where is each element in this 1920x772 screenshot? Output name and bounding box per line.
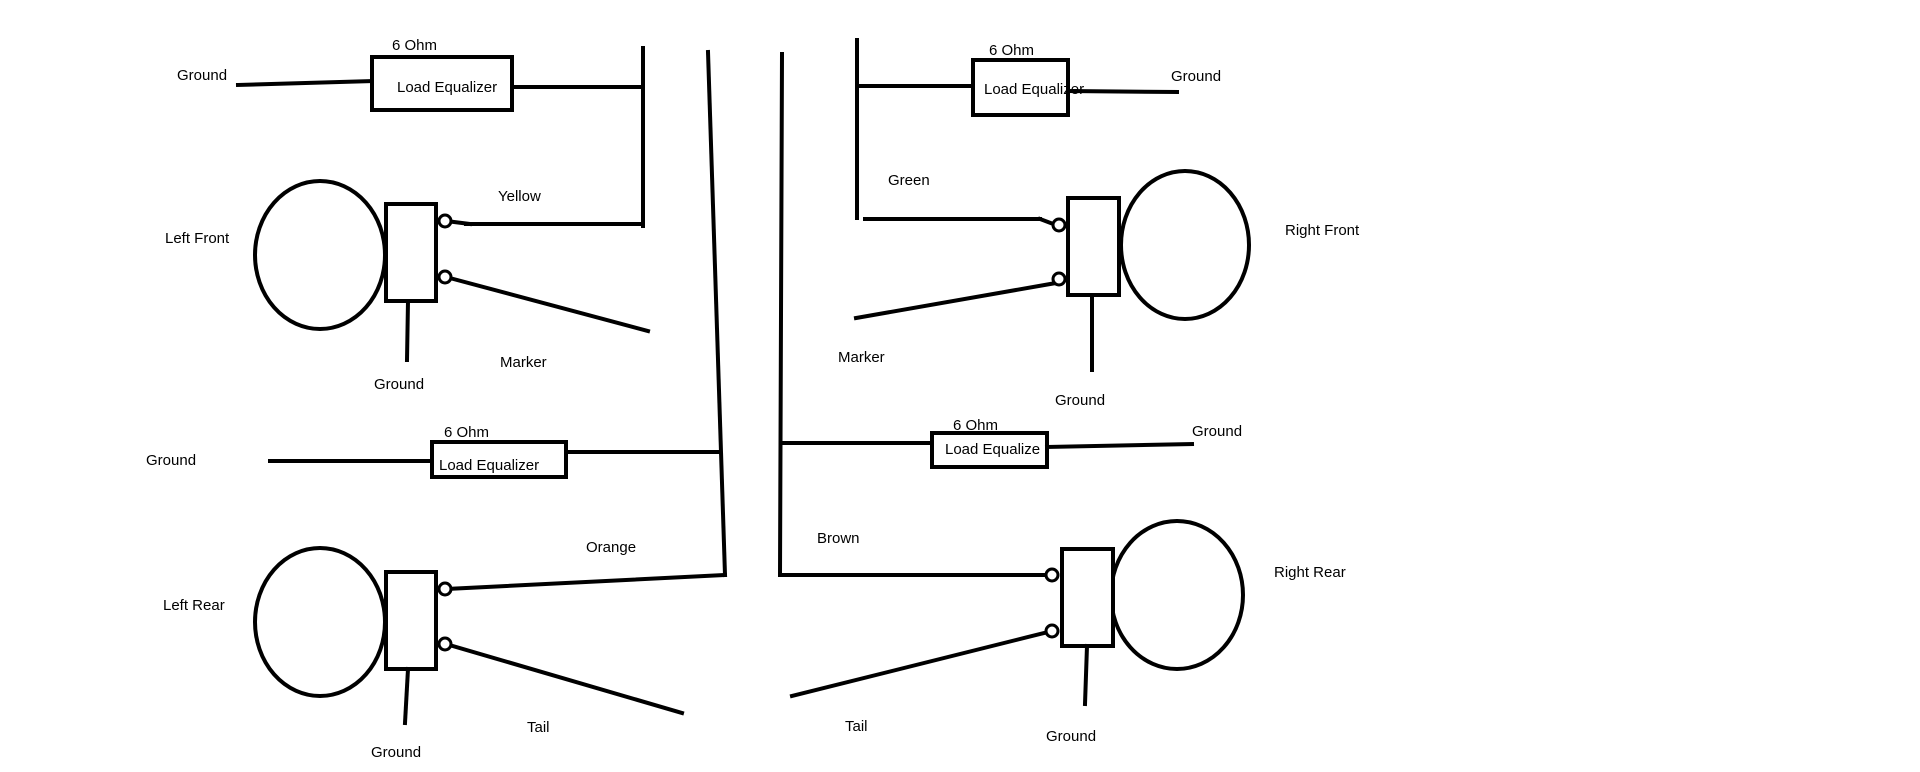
label-ground-lr: Ground xyxy=(371,744,422,761)
label-6-ohm-rf: 6 Ohm xyxy=(989,42,1035,59)
terminal-rr-top xyxy=(1044,567,1060,583)
label-6-ohm-rr: 6 Ohm xyxy=(953,417,999,434)
terminal-rf-bottom xyxy=(1051,271,1067,287)
bus-brown xyxy=(777,51,785,578)
wire-lr-tail xyxy=(443,641,685,716)
wire-rr-eq-ground xyxy=(1044,441,1195,450)
label-ground-lr-eq: Ground xyxy=(146,452,197,469)
load-equalizer-lf xyxy=(370,55,514,112)
terminal-rf-top xyxy=(1051,217,1067,233)
wire-rf-marker xyxy=(853,280,1059,321)
wire-rr-ground xyxy=(1082,643,1090,707)
label-right-rear: Right Rear xyxy=(1274,564,1346,581)
label-load-equalizer-lf: Load Equalizer xyxy=(397,79,498,96)
wire-lf-ground xyxy=(404,298,411,363)
label-yellow: Yellow xyxy=(498,188,541,205)
label-6-ohm-lr: 6 Ohm xyxy=(444,424,490,441)
wire-lr-ground xyxy=(402,666,411,726)
label-left-rear: Left Rear xyxy=(163,597,225,614)
wire-orange xyxy=(443,572,728,592)
load-equalizer-rr xyxy=(930,431,1049,469)
bulb-right-rear xyxy=(1109,519,1245,671)
load-equalizer-lr xyxy=(430,440,568,479)
terminal-lr-bottom xyxy=(437,636,453,652)
socket-right-rear xyxy=(1060,547,1115,648)
socket-right-front xyxy=(1066,196,1121,297)
bulb-left-rear xyxy=(253,546,387,698)
terminal-lr-top xyxy=(437,581,453,597)
wire-rr-tail xyxy=(789,628,1055,699)
label-load-equalizer-lr: Load Equalizer xyxy=(439,457,540,474)
label-ground-rr-eq: Ground xyxy=(1192,423,1243,440)
terminal-rr-bottom xyxy=(1044,623,1060,639)
label-brown: Brown xyxy=(817,530,860,547)
wire-lf-eq-ground xyxy=(235,78,375,88)
bulb-right-front xyxy=(1119,169,1251,321)
label-marker-right: Marker xyxy=(838,349,885,366)
label-tail-left: Tail xyxy=(527,719,550,736)
wire-lf-marker xyxy=(443,274,651,334)
bulb-left-front xyxy=(253,179,387,331)
label-ground-lf: Ground xyxy=(374,376,425,393)
terminal-lf-bottom xyxy=(437,269,453,285)
label-tail-right: Tail xyxy=(845,718,868,735)
bus-orange xyxy=(705,49,728,578)
label-ground-rf-eq: Ground xyxy=(1171,68,1222,85)
label-left-front: Left Front xyxy=(165,230,230,247)
label-6-ohm-lf: 6 Ohm xyxy=(392,37,438,54)
label-green: Green xyxy=(888,172,930,189)
label-ground-lf-eq: Ground xyxy=(177,67,228,84)
wire-rf-eq-ground xyxy=(1065,88,1180,95)
terminal-lf-top xyxy=(437,213,453,229)
label-orange: Orange xyxy=(586,539,637,556)
label-load-equalizer-rr: Load Equalize xyxy=(945,441,1041,458)
label-marker-left: Marker xyxy=(500,354,547,371)
socket-left-rear xyxy=(384,570,438,671)
label-ground-rr: Ground xyxy=(1046,728,1097,745)
label-ground-rf: Ground xyxy=(1055,392,1106,409)
socket-left-front xyxy=(384,202,438,303)
label-load-equalizer-rf: Load Equalizer xyxy=(984,81,1085,98)
label-right-front: Right Front xyxy=(1285,222,1360,239)
load-equalizer-rf xyxy=(971,58,1070,117)
